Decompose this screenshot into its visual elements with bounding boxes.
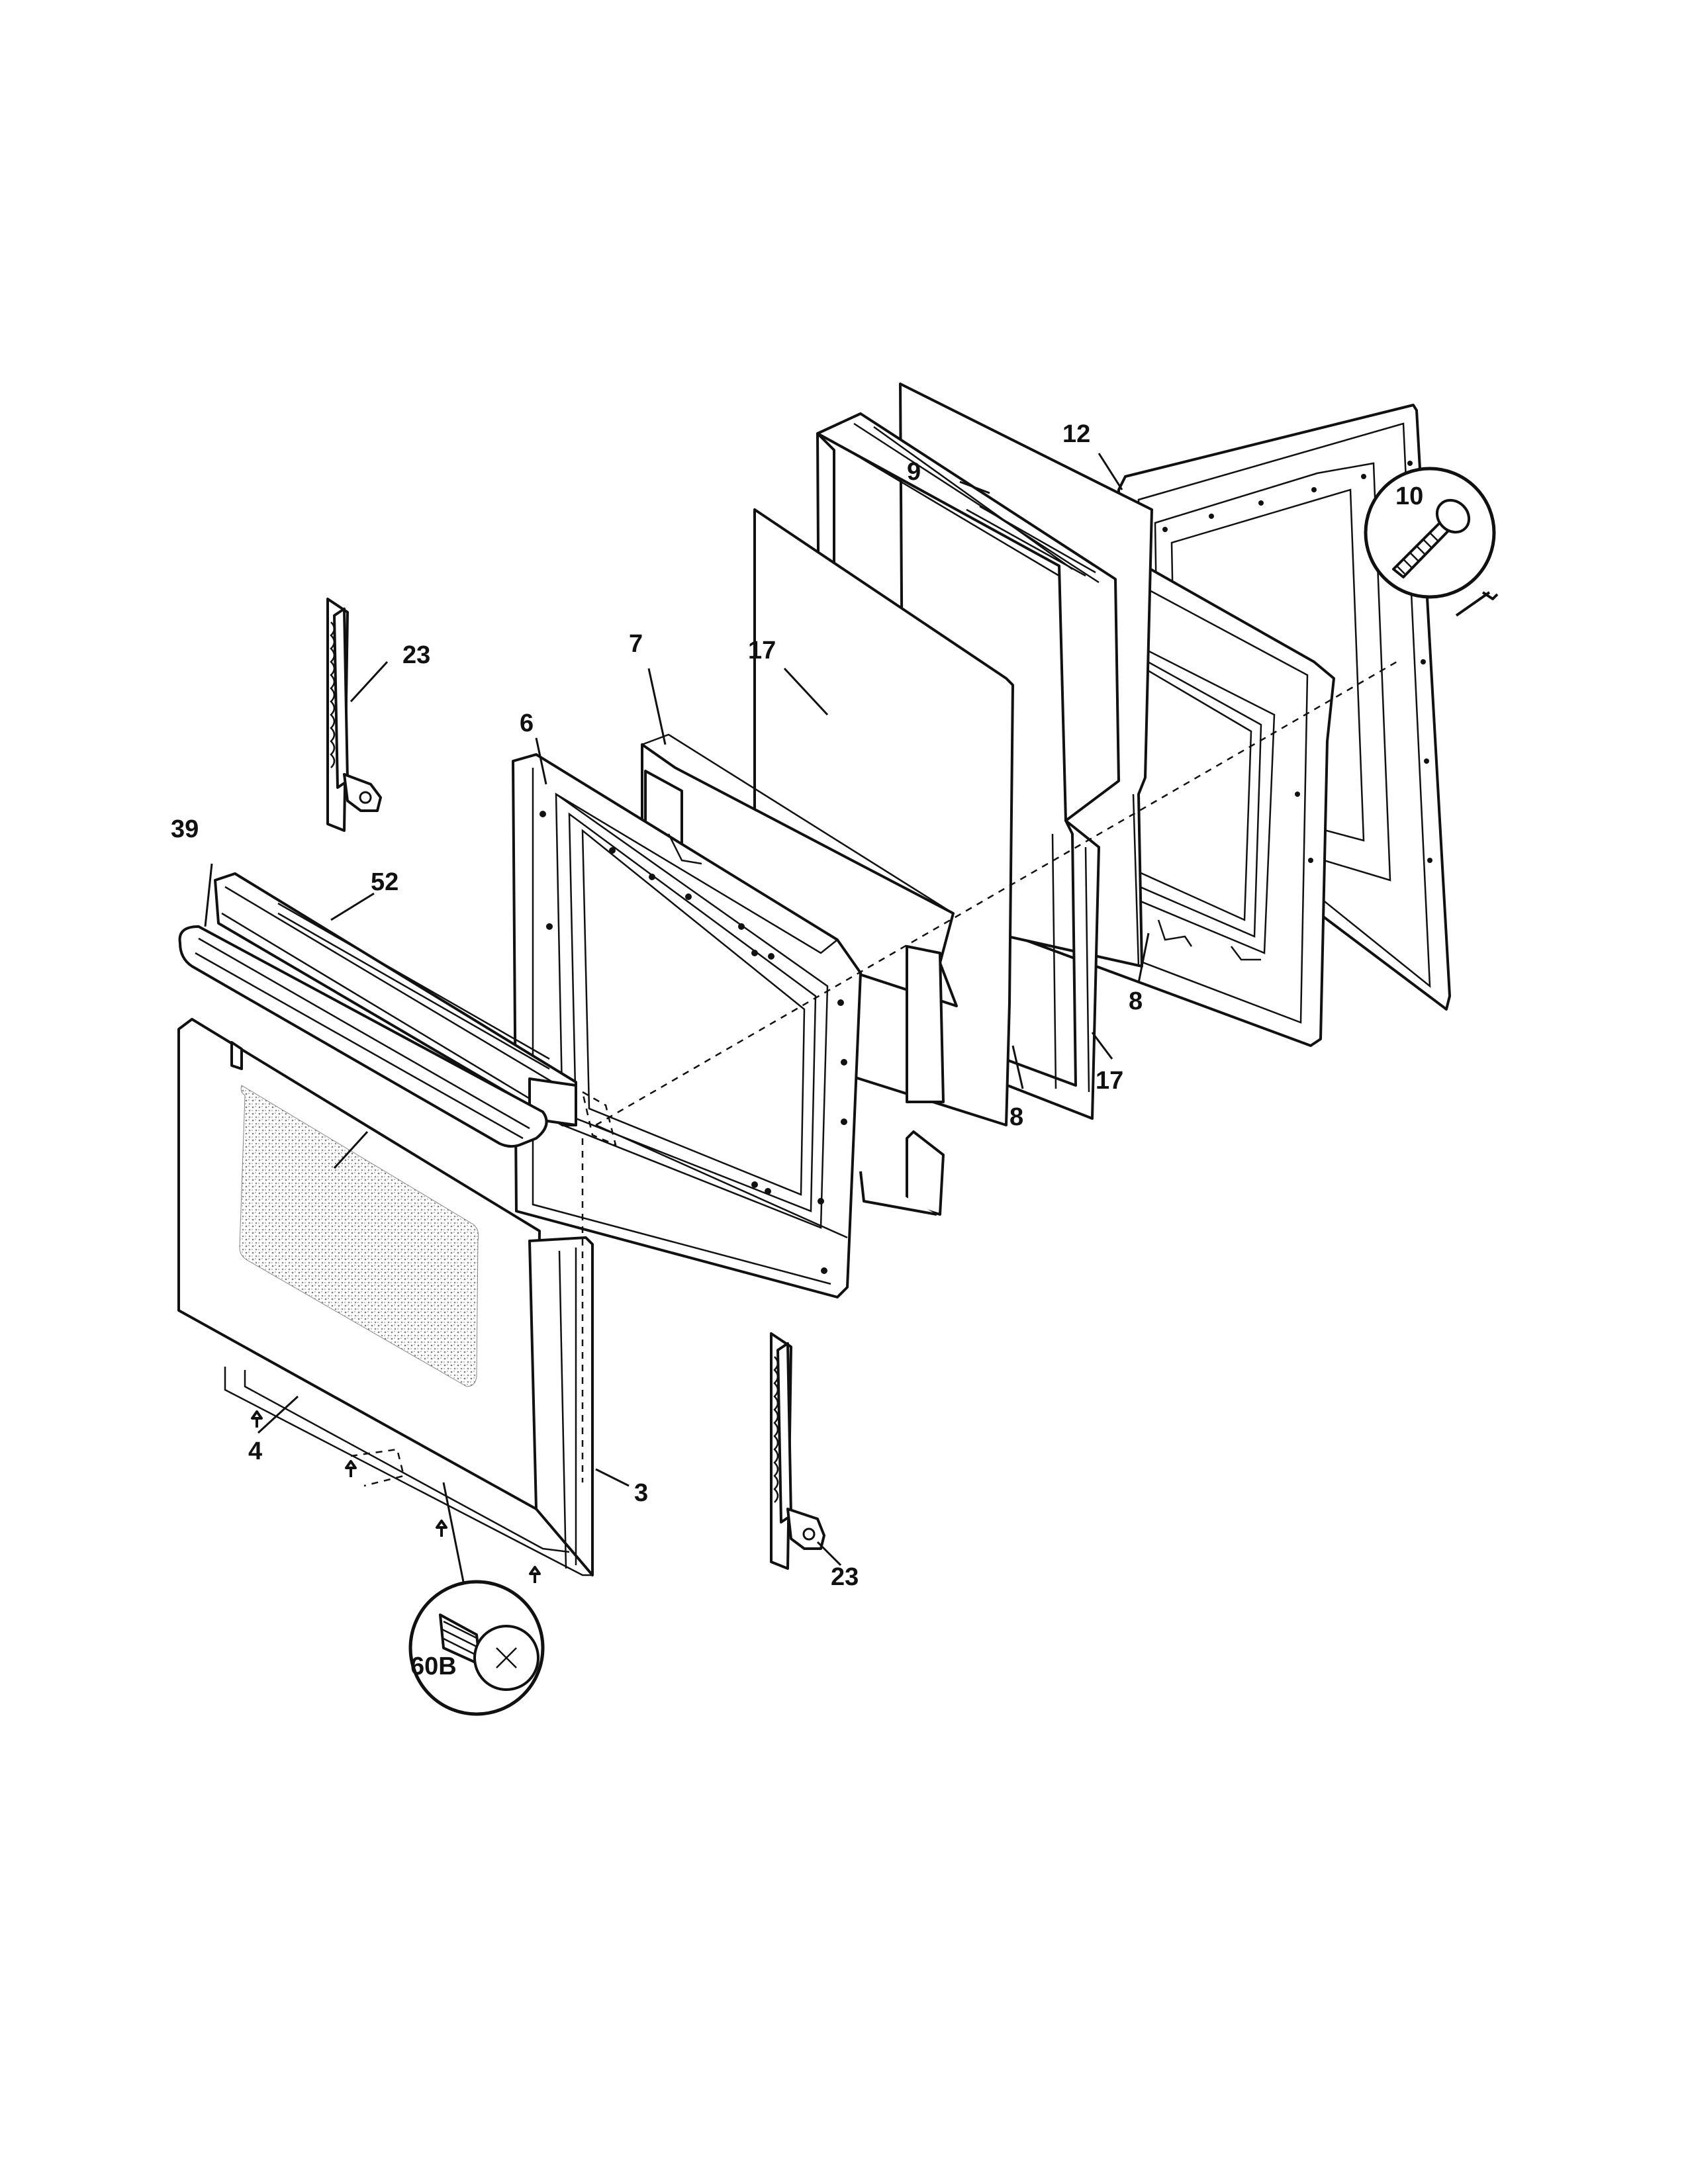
callout-23-lower: 23 <box>831 1563 859 1591</box>
screw-part-10-installed <box>1455 591 1499 617</box>
callout-12: 12 <box>1062 420 1090 448</box>
assembly-alignment-lines <box>350 660 1397 1487</box>
callout-17-upper: 17 <box>748 637 776 664</box>
callout-52: 52 <box>371 868 399 896</box>
callout-23-upper: 23 <box>402 641 430 669</box>
callout-10: 10 <box>1395 482 1423 510</box>
callout-4: 4 <box>248 1437 262 1465</box>
inner-panel-holes <box>539 811 847 1274</box>
callout-39: 39 <box>171 815 199 843</box>
callout-labels: 12 9 10 23 7 17 6 39 52 8 8 17 4 3 23 60… <box>171 420 1423 1680</box>
callout-8-rear: 8 <box>1129 987 1143 1015</box>
callout-3: 3 <box>634 1479 648 1507</box>
detail-bubble-part-60b <box>408 1482 545 1716</box>
door-hinge-upper-part-23 <box>326 598 382 832</box>
small-screws <box>251 1410 541 1583</box>
callout-6: 6 <box>520 709 534 737</box>
outer-door-panel-part-3 <box>177 1018 594 1576</box>
callout-60b: 60B <box>410 1653 457 1680</box>
inner-door-panel-part-6 <box>512 753 862 1298</box>
callout-7: 7 <box>629 630 643 658</box>
callout-17-lower: 17 <box>1096 1067 1123 1095</box>
callout-8-front: 8 <box>1009 1103 1023 1131</box>
callout-9: 9 <box>907 458 921 486</box>
door-handle-part-39 <box>178 925 548 1148</box>
callout-leaders <box>204 453 1150 1567</box>
detail-bubble-part-10 <box>1364 467 1496 599</box>
door-hinge-lower-part-23 <box>770 1332 825 1570</box>
